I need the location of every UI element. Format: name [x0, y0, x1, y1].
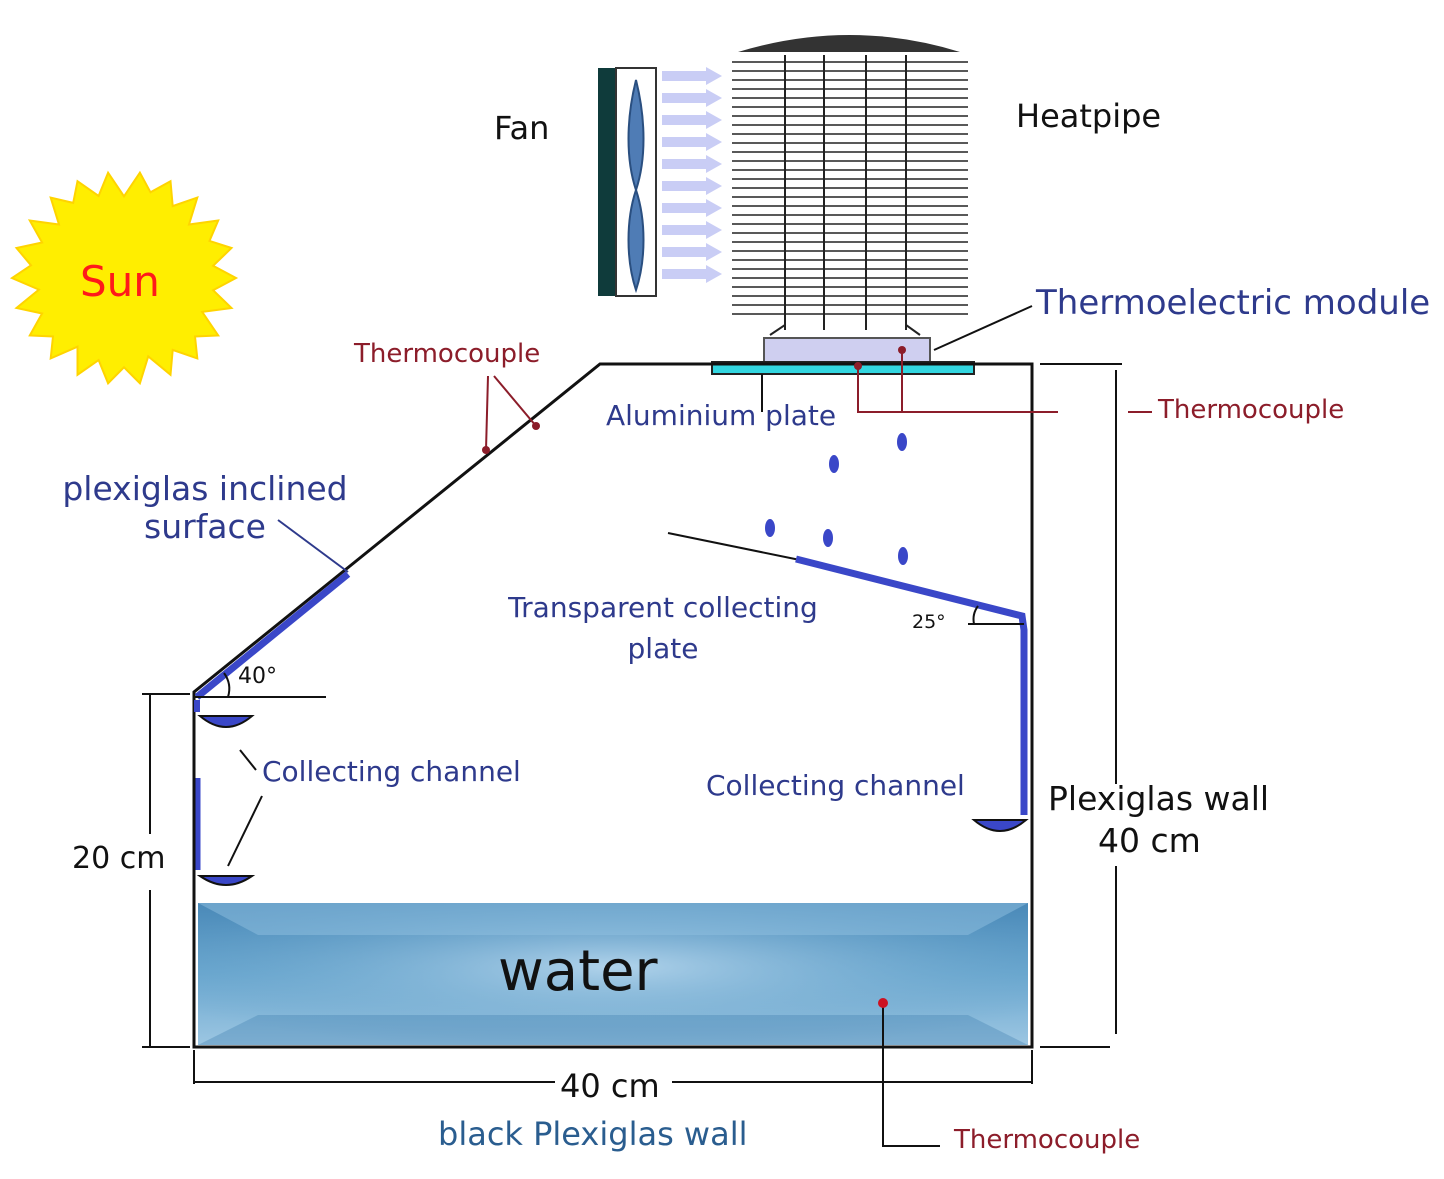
dimension-right-height	[1040, 363, 1122, 1048]
thermocouple-top-label: Thermocouple	[354, 339, 541, 369]
collecting-plate-guide	[667, 532, 801, 561]
sun-label: Sun	[80, 257, 160, 306]
airflow-arrow	[662, 243, 722, 261]
droplet-icon	[829, 455, 839, 473]
fan-icon	[598, 67, 657, 297]
thermocouple-bottom-label: Thermocouple	[954, 1125, 1141, 1155]
collecting-channel-left-label: Collecting channel	[262, 755, 521, 788]
heatpipe-icon	[732, 35, 968, 336]
thermocouple-point	[854, 362, 862, 370]
collecting-channel-right-label: Collecting channel	[706, 769, 965, 802]
thermocouple-point	[878, 998, 888, 1008]
angle-right-label: 25°	[912, 611, 946, 633]
angle-right-arc	[972, 605, 979, 625]
droplet-icon	[898, 547, 908, 565]
heatpipe-label: Heatpipe	[1016, 97, 1162, 135]
water-basin	[198, 903, 1028, 1045]
angle-left-label: 40°	[238, 664, 277, 689]
thermocouple-point	[532, 422, 540, 430]
airflow-arrow	[662, 133, 722, 151]
inclined-surface-leader	[277, 519, 349, 573]
collecting-channel-left-bottom	[196, 875, 256, 886]
inclined-surface-label: plexiglas inclined surface	[60, 470, 350, 546]
inclined-surface-condensate	[194, 571, 351, 700]
thermocouple-top-leader	[485, 375, 537, 451]
airflow-arrow	[662, 199, 722, 217]
thermocouple-bottom-leader	[882, 1003, 940, 1147]
height-right-label: 40 cm	[1098, 821, 1201, 860]
airflow-arrow	[662, 67, 722, 85]
airflow-arrows	[662, 67, 722, 283]
airflow-arrow	[662, 89, 722, 107]
water-label: water	[498, 939, 658, 1004]
fan-label: Fan	[494, 109, 550, 147]
airflow-arrow	[662, 177, 722, 195]
droplet-icon	[765, 519, 775, 537]
plexiglas-wall-label: Plexiglas wall	[1048, 779, 1270, 818]
aluminium-plate-label: Aluminium plate	[606, 399, 837, 432]
bottom-wall-label: black Plexiglas wall	[438, 1115, 748, 1153]
thermocouple-right-label: Thermocouple	[1158, 395, 1345, 425]
airflow-arrow	[662, 111, 722, 129]
thermoelectric-module-label: Thermoelectric module	[1036, 283, 1431, 323]
condensate-droplets	[765, 433, 908, 565]
collecting-channel-left-top	[197, 715, 255, 728]
droplet-icon	[823, 529, 833, 547]
inclined-surface-label-line1: plexiglas inclined	[62, 469, 348, 508]
still-enclosure	[192, 362, 1034, 1049]
dimension-left-height	[142, 693, 190, 1048]
airflow-arrow	[662, 155, 722, 173]
droplet-icon	[897, 433, 907, 451]
height-left-label: 20 cm	[72, 841, 166, 876]
inclined-surface-label-line2: surface	[144, 506, 266, 546]
angle-left-arc	[223, 672, 231, 698]
thermocouple-point	[898, 346, 906, 354]
collecting-plate-label-line2: plate	[627, 631, 699, 665]
airflow-arrow	[662, 221, 722, 239]
width-bottom-label: 40 cm	[560, 1067, 660, 1105]
thermocouple-point	[482, 446, 490, 454]
thermoelectric-leader	[933, 305, 1033, 351]
collecting-plate-label: Transparent collecting plate	[498, 588, 828, 669]
collecting-channel-left-leader	[227, 749, 263, 867]
sun-icon	[9, 170, 239, 386]
thermocouple-right-leader	[857, 348, 1152, 413]
dimension-bottom-width	[193, 1050, 1033, 1084]
collecting-channel-right	[971, 819, 1029, 832]
airflow-arrow	[662, 265, 722, 283]
collecting-plate-label-line1: Transparent collecting	[508, 591, 818, 624]
